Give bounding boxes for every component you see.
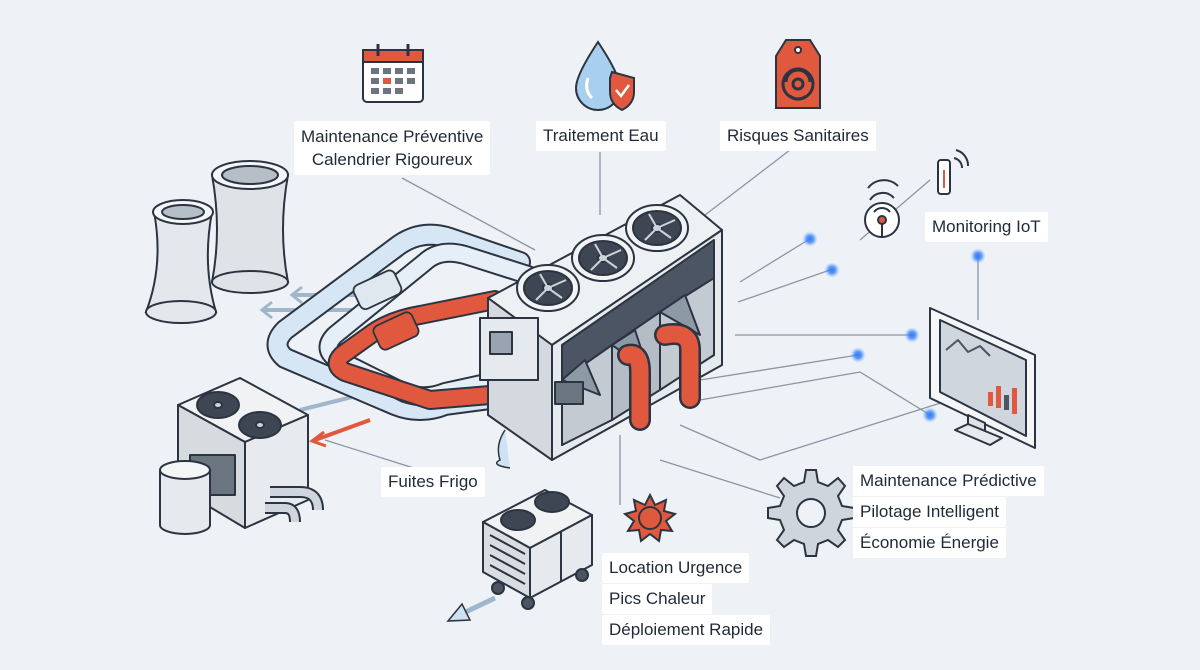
label-deploiement-rapide: Déploiement Rapide — [602, 615, 771, 645]
monitor-chart-icon — [929, 307, 1036, 449]
label-monitoring-iot: Monitoring IoT — [925, 212, 1048, 242]
chiller-red-pipes — [617, 323, 701, 431]
cooling-towers — [144, 160, 290, 324]
label-pilotage-intelligent: Pilotage Intelligent — [853, 497, 1006, 527]
label-maintenance-preventive: Maintenance Préventive Calendrier Rigour… — [294, 121, 491, 175]
water-drop-shield-icon — [574, 40, 635, 112]
label-line: Calendrier Rigoureux — [311, 150, 473, 169]
label-risques-sanitaires: Risques Sanitaires — [720, 121, 876, 151]
biohazard-tag-icon — [775, 39, 821, 109]
gear-icon — [767, 469, 855, 557]
connector-lines — [324, 149, 979, 505]
label-location-urgence: Location Urgence — [602, 553, 750, 583]
label-maintenance-predictive: Maintenance Prédictive — [853, 466, 1044, 496]
leak-drip — [495, 429, 511, 469]
label-traitement-eau: Traitement Eau — [536, 121, 666, 151]
calendar-icon — [362, 44, 424, 103]
chiller-fans — [516, 204, 689, 312]
iot-dots — [802, 231, 986, 423]
rental-unit — [482, 489, 593, 610]
label-fuites-frigo: Fuites Frigo — [381, 467, 485, 497]
condenser-unit — [159, 377, 324, 535]
wifi-sensor-icon — [864, 149, 970, 238]
label-pics-chaleur: Pics Chaleur — [602, 584, 713, 614]
sun-icon — [622, 492, 678, 543]
label-economie-energie: Économie Énergie — [853, 528, 1006, 558]
label-line: Maintenance Préventive — [301, 127, 484, 146]
